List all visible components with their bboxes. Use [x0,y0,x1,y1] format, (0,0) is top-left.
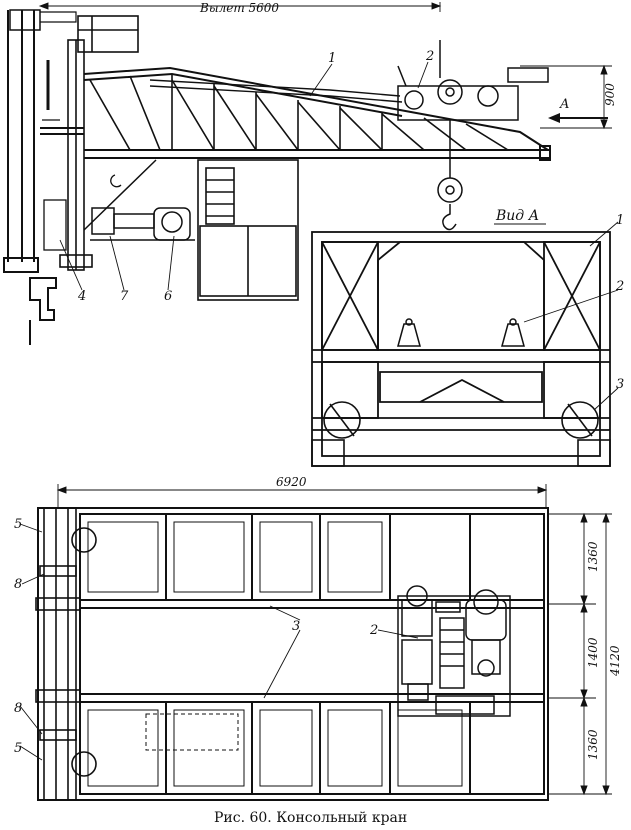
top-box [77,15,139,53]
plan-leaders [19,523,419,761]
hook [437,120,463,231]
plan-label-2: 2 [369,623,378,638]
trolley [397,40,549,121]
plan-end-carriage [35,508,97,800]
plan-dim-total: 4120 [608,645,622,677]
view-a-frame [311,231,611,467]
view-a-label-1: 1 [616,213,624,228]
plan-label-5-top: 5 [14,517,22,532]
side-label-4: 4 [77,289,86,304]
view-a-supports [397,318,525,347]
side-label-2: 2 [425,49,434,64]
figure-caption: Рис. 60. Консольный кран [214,810,407,826]
view-arrow-letter: A [559,97,569,112]
plan-label-5-bot: 5 [14,741,22,756]
mast [42,39,93,271]
cabin [197,159,299,301]
view-a-wheels [311,401,611,467]
plan-trolley [397,585,511,717]
side-label-6: 6 [164,289,172,304]
plan-dim-bottom: 1360 [586,729,600,760]
plan-width-dimension [56,484,548,508]
view-a: Вид А [311,208,624,467]
plan-panels [87,521,463,787]
view-arrow [548,113,608,123]
plan-label-8-bot: 8 [14,701,22,716]
plan-dim-middle: 1400 [586,637,600,668]
boom-truss [89,74,509,151]
drive-unit [83,159,195,241]
side-leaders [59,61,429,291]
plan-width-label: 6920 [276,475,307,489]
boom [40,66,551,161]
view-a-label-3: 3 [616,377,624,392]
side-view: Вылет 5600 900 A 1 2 4 7 6 [3,1,617,345]
reach-dimension [38,2,442,12]
wall-bracket [29,277,57,345]
plan-label-3: 3 [292,619,300,634]
view-a-leaders [523,221,619,411]
reach-label: Вылет 5600 [199,1,279,15]
plan-label-8-top: 8 [14,577,22,592]
view-a-title: Вид А [495,208,539,224]
plan-dim-top: 1360 [586,541,600,572]
inclined-rail [149,79,403,103]
side-label-1: 1 [328,51,336,66]
view-a-label-2: 2 [615,279,624,294]
crane-column [3,9,77,273]
height-dim-label: 900 [603,83,617,106]
plan-right-dimensions [548,512,612,796]
plan-view: 6920 [14,475,622,801]
side-label-7: 7 [120,289,129,304]
